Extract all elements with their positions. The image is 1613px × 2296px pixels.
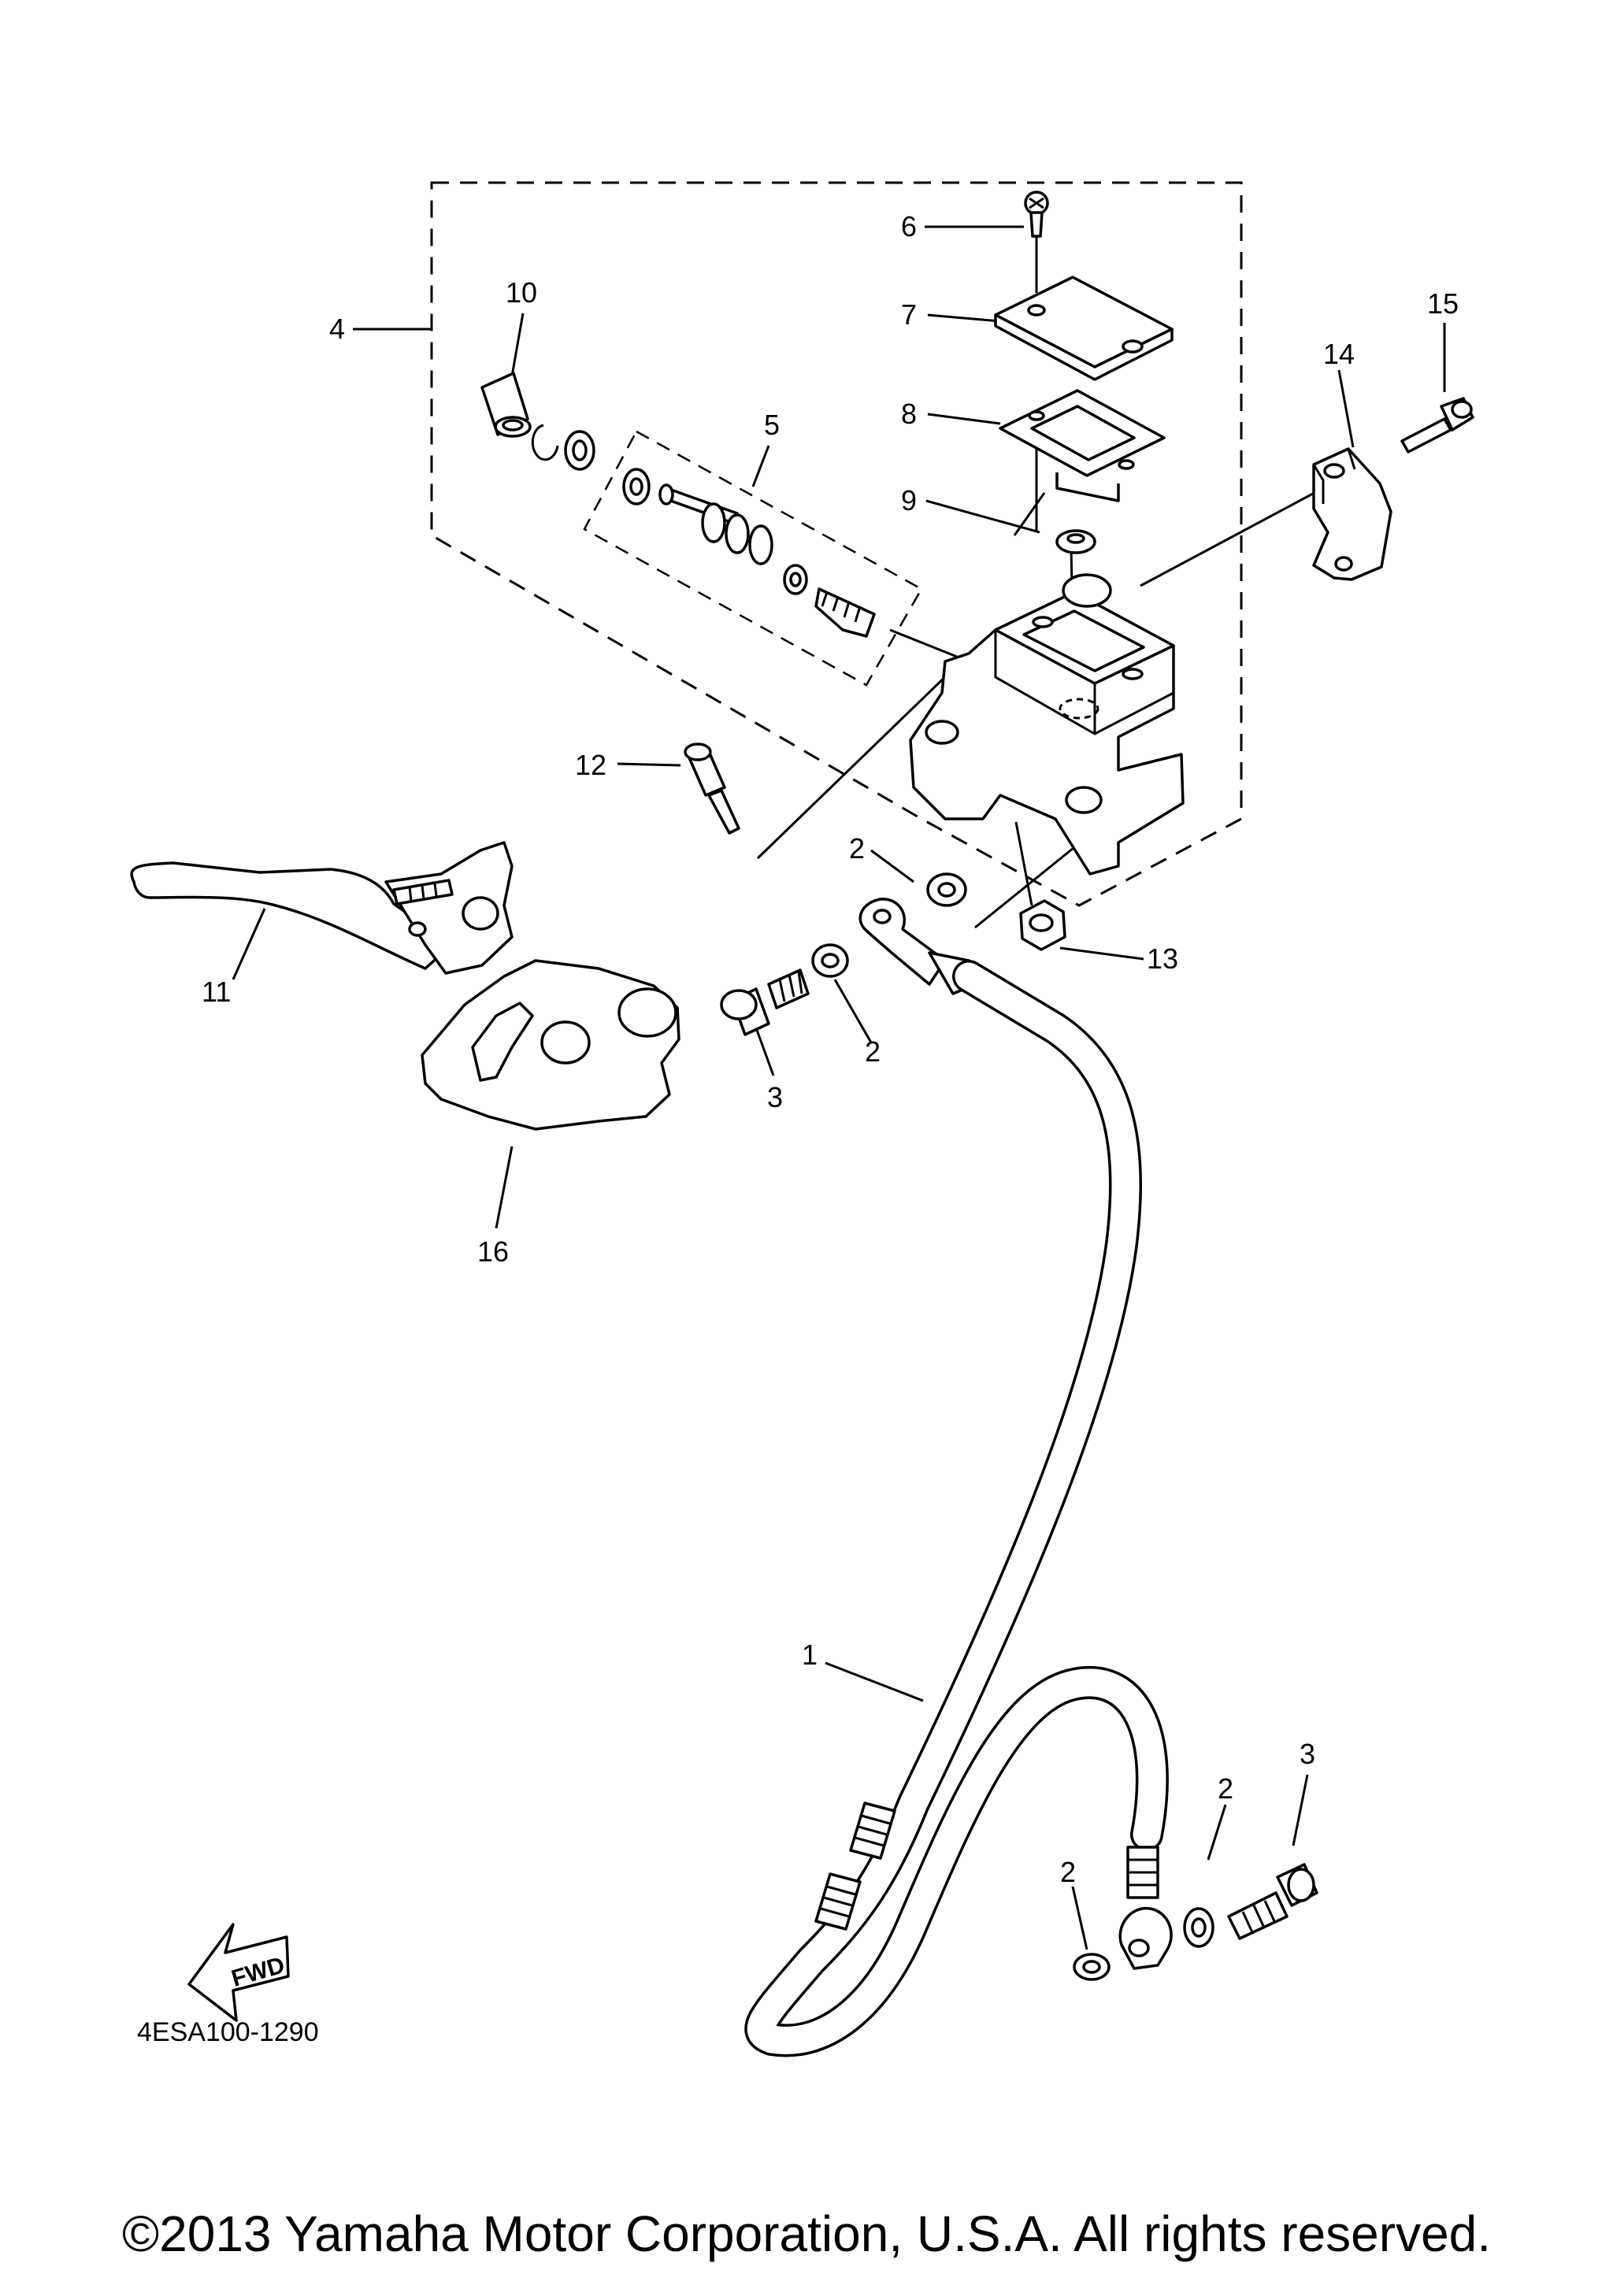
washer-9 [1055, 529, 1096, 554]
reservoir-cap-7 [994, 276, 1174, 381]
callout-2-a: 2 [849, 832, 865, 865]
washer-2-d [1183, 1907, 1214, 1948]
master-cylinder-body [909, 573, 1185, 876]
bolt-15 [1400, 397, 1474, 454]
bolt-3-a [720, 968, 810, 1036]
callout-4: 4 [329, 313, 345, 345]
dust-boot-10 [480, 372, 595, 471]
callout-labels: 4 10 5 6 7 8 9 14 15 12 2 13 11 2 3 16 1… [202, 210, 1459, 1888]
screw-6 [1024, 191, 1049, 238]
callout-13: 13 [1147, 942, 1178, 975]
callout-3-b: 3 [1300, 1738, 1315, 1770]
brake-lever-11 [130, 841, 514, 975]
callout-9: 9 [901, 484, 917, 517]
callout-11: 11 [202, 976, 231, 1008]
callout-2-b: 2 [865, 1035, 881, 1068]
piston-kit-5 [622, 468, 876, 638]
nut-13 [1019, 899, 1066, 951]
leader-lines [232, 225, 1446, 1950]
callout-2-d: 2 [1060, 1856, 1076, 1888]
callout-15: 15 [1427, 287, 1459, 320]
callout-16: 16 [477, 1235, 509, 1268]
callout-6: 6 [901, 210, 917, 243]
callout-12: 12 [575, 749, 606, 781]
callout-1: 1 [802, 1639, 818, 1671]
callout-10: 10 [506, 276, 537, 309]
callout-2-c: 2 [1218, 1772, 1233, 1805]
callout-7: 7 [901, 298, 917, 331]
piston-kit-outline [583, 430, 923, 687]
callout-5: 5 [764, 409, 780, 441]
diaphragm-8 [999, 389, 1166, 502]
callout-3-a: 3 [767, 1081, 783, 1113]
diagram-code: 4ESA100-1290 [137, 2017, 319, 2047]
assembly-outline [430, 181, 1243, 907]
fwd-arrow-icon: FWD [187, 1923, 290, 2022]
callout-14: 14 [1323, 338, 1355, 370]
callout-8: 8 [901, 398, 917, 430]
pivot-bolt-12 [684, 742, 740, 835]
washer-2-b [811, 943, 849, 978]
washer-2-a [926, 872, 967, 907]
brake-hose-1 [744, 898, 1173, 2057]
washer-2-c [1073, 1953, 1111, 1981]
lever-cover-16 [421, 959, 680, 1131]
clamp-14 [1312, 447, 1392, 581]
copyright-notice: ©2013 Yamaha Motor Corporation, U.S.A. A… [121, 2205, 1492, 2262]
bolt-3-b [1227, 1863, 1318, 1940]
